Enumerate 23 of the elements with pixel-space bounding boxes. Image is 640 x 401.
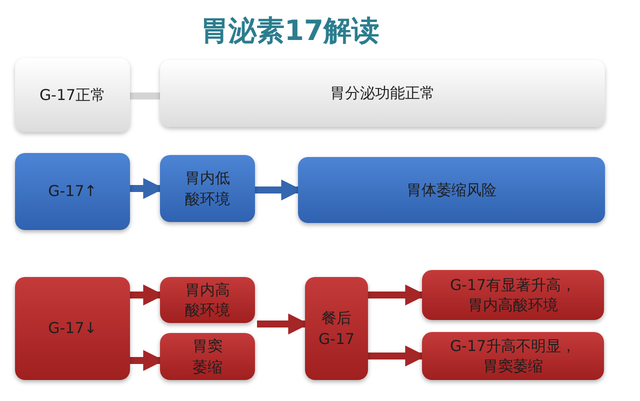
box-text: G-17升高不明显，胃窦萎缩 (448, 336, 578, 376)
process-box (160, 333, 255, 380)
box-text: 胃内高酸环境 (184, 280, 231, 320)
process-box (305, 277, 368, 380)
box-text: G-17↓ (48, 318, 97, 339)
process-box (160, 155, 255, 222)
box-text: 胃窦萎缩 (192, 336, 224, 377)
box-text: 胃内低酸环境 (184, 168, 231, 209)
process-box (15, 58, 130, 132)
process-box (160, 277, 255, 323)
box-text: G-17有显著升高，胃内高酸环境 (448, 274, 578, 316)
box-text: 餐后G-17 (317, 308, 356, 349)
process-box (15, 277, 130, 380)
process-box (422, 332, 604, 380)
process-box (160, 60, 605, 127)
box-text: 胃体萎缩风险 (406, 180, 496, 200)
diagram-title: 胃泌素17解读 (200, 13, 380, 49)
box-text: 胃分泌功能正常 (330, 83, 435, 104)
process-box (15, 153, 130, 230)
process-box (422, 270, 604, 320)
box-text: G-17↑ (48, 181, 97, 202)
box-text: G-17正常 (39, 84, 106, 106)
process-box (298, 157, 605, 223)
